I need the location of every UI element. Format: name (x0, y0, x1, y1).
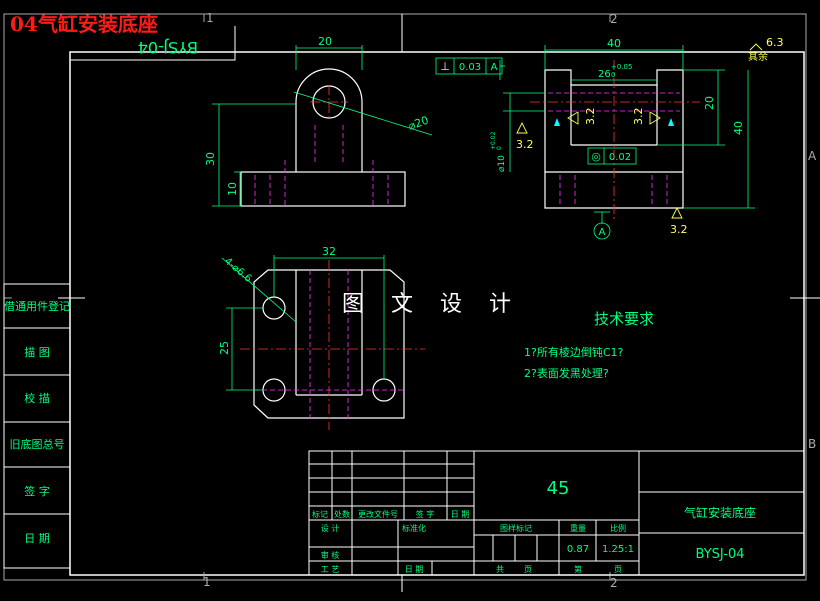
tech-requirements: 技术要求 1?所有棱边倒钝C1? 2?表面发黑处理? (524, 310, 654, 380)
scale-value: 1.25:1 (602, 544, 634, 555)
stage-label: 图样标记 (500, 523, 532, 533)
sheets-unit: 页 (524, 565, 532, 574)
standard-label: 标准化 (402, 523, 426, 533)
drawing-number: BYSJ-04 (695, 547, 744, 562)
top-dim-holes: 4-⌀6.6 (222, 256, 254, 285)
rough-bottom: 3.2 (670, 223, 688, 236)
weight-value: 0.87 (567, 544, 589, 555)
watermark: 图 文 设 计 (342, 292, 521, 317)
side-dim-slot-tol-lower: 0 (611, 71, 615, 79)
top-view: 32 25 4-⌀6.6 (218, 245, 425, 430)
sheet-unit: 页 (614, 565, 622, 574)
corner-code-box: BYSJ-04 (70, 26, 236, 61)
side-dim-height: 40 (732, 121, 745, 135)
sheet-label: 第 (574, 564, 582, 574)
conc-symbol: ◎ (591, 150, 601, 163)
side-column (3, 283, 71, 569)
rev-col-count: 处数 (334, 509, 350, 519)
side-dim-width: 40 (607, 37, 621, 50)
side-dim-bore: ⌀10 (497, 155, 507, 172)
rev-col-date: 日 期 (451, 510, 470, 519)
rough-left: 3.2 (516, 138, 534, 151)
scale-label: 比例 (610, 523, 626, 533)
rough-inner-right: 3.2 (632, 108, 645, 126)
material: 45 (547, 478, 570, 499)
side-dim-bore-tol-lower: 0 (496, 146, 503, 150)
perp-datum: A (491, 62, 498, 73)
side-label-check: 校 描 (24, 391, 50, 405)
side-view: ⊥ 0.03 A ◎ 0.02 A 40 26 (435, 36, 784, 240)
rough-rest-label: 其余 (748, 50, 768, 63)
rev-col-mark: 标记 (312, 509, 328, 519)
title-block (308, 450, 805, 576)
zone-top-left: 1 (206, 11, 214, 25)
rough-rest-value: 6.3 (766, 36, 784, 49)
top-dim-width: 32 (322, 245, 336, 258)
conc-value: 0.02 (609, 152, 631, 163)
side-label-old-number: 旧底图总号 (10, 437, 65, 451)
tech-title: 技术要求 (594, 310, 654, 328)
front-dim-height: 30 (204, 152, 217, 166)
part-name: 气缸安装底座 (684, 505, 756, 520)
zone-right-top: A (808, 149, 817, 163)
zone-top-right: 2 (610, 12, 618, 26)
side-dim-bore-tol: +0.02 (490, 131, 497, 150)
weight-label: 重量 (570, 523, 586, 533)
side-label-date: 日 期 (24, 532, 50, 545)
front-dim-diameter: ⌀20 (407, 114, 431, 133)
designer-label: 设 计 (321, 523, 340, 533)
perp-symbol: ⊥ (440, 60, 450, 73)
rough-inner-left: 3.2 (584, 108, 597, 126)
banner-title: 04气缸安装底座 (10, 12, 158, 36)
front-view: 20 30 10 ⌀20 (204, 35, 433, 207)
side-dim-slot-tol: +0.05 (611, 63, 632, 71)
review-label: 审 核 (321, 550, 340, 560)
side-label-sign: 签 字 (24, 484, 50, 498)
tech-item-2: 2?表面发黑处理? (524, 366, 609, 380)
zone-bottom-right: 2 (610, 576, 618, 590)
zone-right-bottom: B (808, 437, 816, 451)
top-dim-height: 25 (218, 341, 231, 355)
corner-code-mirrored: BYSJ-04 (138, 38, 198, 57)
side-label-borrow: 借通用件登记 (4, 299, 70, 313)
perp-value: 0.03 (459, 62, 481, 73)
rev-col-docno: 更改文件号 (358, 509, 398, 519)
zone-bottom-left: 1 (203, 575, 211, 589)
front-dim-base: 10 (226, 182, 239, 196)
side-dim-upper: 20 (703, 96, 716, 110)
side-dim-slot: 26 (598, 69, 611, 80)
date-label: 日 期 (405, 565, 424, 574)
process-label: 工 艺 (321, 565, 340, 574)
rev-col-sign: 签 字 (416, 509, 435, 519)
side-label-trace: 描 图 (24, 345, 50, 359)
front-dim-width: 20 (318, 35, 332, 48)
tech-item-1: 1?所有棱边倒钝C1? (524, 345, 624, 359)
datum-label: A (599, 227, 606, 238)
sheets-label: 共 (496, 565, 504, 574)
